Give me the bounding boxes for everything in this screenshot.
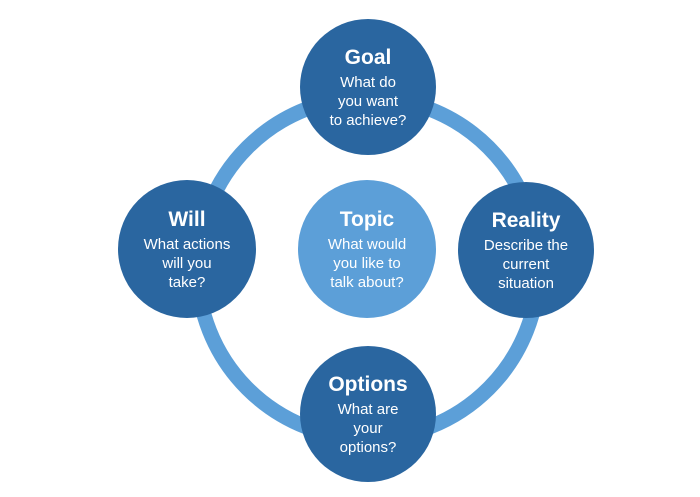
will-description-line: take? [168, 273, 206, 291]
goal-title: Goal [344, 45, 392, 69]
topic-title: Topic [339, 207, 395, 231]
will-description-line: will you [162, 254, 212, 272]
goal-description-line: What do [340, 73, 396, 91]
goal-description-line: to achieve? [329, 111, 407, 129]
topic-node: Topic What would you like to talk about? [298, 180, 436, 318]
will-description-line: What actions [143, 235, 231, 253]
topic-description-line: talk about? [330, 273, 404, 291]
topic-description-line: you like to [333, 254, 401, 272]
options-description-line: your [353, 419, 383, 437]
options-description-line: What are [337, 400, 399, 418]
will-title: Will [168, 207, 206, 231]
options-node: Options What are your options? [300, 346, 436, 482]
will-node: Will What actions will you take? [118, 180, 256, 318]
reality-description-line: situation [498, 274, 554, 292]
reality-title: Reality [491, 208, 561, 232]
goal-node: Goal What do you want to achieve? [300, 19, 436, 155]
goal-description-line: you want [337, 92, 399, 110]
options-description-line: options? [339, 438, 397, 456]
topic-description-line: What would [327, 235, 407, 253]
reality-description-line: Describe the [483, 236, 569, 254]
options-title: Options [328, 372, 408, 396]
reality-description-line: current [502, 255, 550, 273]
reality-node: Reality Describe the current situation [458, 182, 594, 318]
